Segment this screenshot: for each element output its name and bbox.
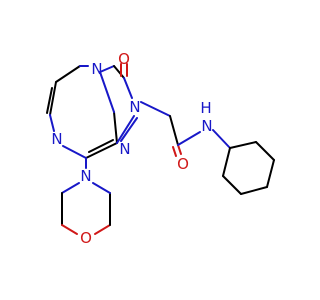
bonds bbox=[46, 63, 275, 235]
bond bbox=[222, 147, 231, 177]
atom-label-oxygen: O bbox=[118, 50, 130, 68]
atom-label-nitrogen: N bbox=[91, 60, 102, 78]
bond bbox=[61, 224, 78, 235]
bond bbox=[123, 77, 133, 99]
atom-label-hydrogen: H bbox=[200, 99, 211, 117]
bond bbox=[61, 182, 80, 194]
bond bbox=[222, 175, 242, 195]
bond bbox=[255, 141, 275, 161]
bond bbox=[46, 87, 53, 114]
bond bbox=[212, 129, 231, 149]
bond bbox=[88, 139, 114, 153]
atom-label-oxygen: O bbox=[80, 229, 92, 247]
bond bbox=[55, 65, 81, 83]
bond bbox=[229, 141, 257, 149]
atom-label-nitrogen: N bbox=[119, 140, 130, 158]
bond bbox=[240, 186, 268, 195]
bond bbox=[113, 65, 125, 79]
atom-label-nitrogen: N bbox=[80, 167, 91, 185]
bond bbox=[177, 131, 201, 146]
bond bbox=[116, 115, 135, 144]
atom-label-oxygen: O bbox=[177, 155, 189, 173]
bond bbox=[99, 71, 115, 113]
bond bbox=[92, 182, 111, 194]
molecule-structure-diagram: N N O N N N O O H N bbox=[46, 50, 275, 247]
bond bbox=[49, 114, 55, 132]
bond bbox=[49, 81, 57, 116]
bond bbox=[120, 117, 138, 142]
bond bbox=[113, 111, 118, 144]
bond bbox=[99, 65, 115, 73]
bond bbox=[85, 142, 118, 159]
bond bbox=[177, 144, 182, 155]
bond bbox=[94, 224, 111, 235]
atom-label-nitrogen: N bbox=[51, 130, 62, 148]
bond bbox=[266, 159, 275, 188]
atom-label-nitrogen: N bbox=[129, 98, 140, 116]
bond bbox=[169, 115, 179, 146]
bond bbox=[62, 145, 87, 159]
atom-label-nitrogen: N bbox=[201, 117, 212, 135]
bond bbox=[140, 101, 171, 117]
bond bbox=[172, 146, 177, 157]
atom-labels: N N O N N N O O H N bbox=[51, 50, 212, 247]
